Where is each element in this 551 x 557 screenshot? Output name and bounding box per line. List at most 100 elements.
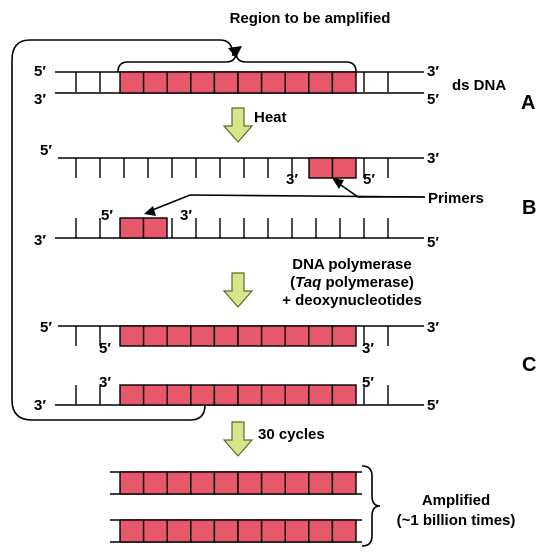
end-b2-3: 3′ [34,232,46,249]
region-title: Region to be amplified [230,10,391,27]
cycles-label: 30 cycles [258,426,325,443]
amplified-line-1: Amplified [422,492,490,509]
end-b1-5: 5′ [40,142,52,159]
ds-dna-label: ds DNA [452,77,506,94]
end-c1-new-5: 5′ [99,340,111,357]
amplified-1-segment [237,471,263,495]
primers-label: Primers [428,190,484,207]
region-c1-segment [331,325,357,347]
region-a-segment [166,71,192,94]
amplified-2-segment [190,519,216,543]
heat-arrow [222,107,254,143]
region-c1-segment [284,325,310,347]
end-primer-top-5: 5′ [363,171,375,188]
region-a-segment [119,71,145,94]
amplified-2-segment [308,519,334,543]
loop-arrowhead [228,46,242,58]
end-c2-5: 5′ [427,397,439,414]
amplified-2-segment [166,519,192,543]
end-c2-new-3: 3′ [99,374,111,391]
amplified-1-segment [260,471,286,495]
region-c1-segment [142,325,168,347]
region-c2-segment [142,384,168,406]
region-c2-segment [308,384,334,406]
region-c1-segment [190,325,216,347]
region-c2-segment [166,384,192,406]
amplified-1-segment [213,471,239,495]
polymerase-line-3: + deoxynucleotides [282,292,422,309]
amplified-2-segment [237,519,263,543]
amplified-2-segment [284,519,310,543]
polymerase-line-1: DNA polymerase [292,256,412,273]
region-c2-segment [284,384,310,406]
amplified-1-segment [166,471,192,495]
cycle-loop-line [11,39,234,421]
amplified-1-segment [119,471,145,495]
region-c1-segment [237,325,263,347]
amplified-1-segment [190,471,216,495]
primer-bottom-segment [142,217,168,239]
region-c1-segment [119,325,145,347]
step-b-label: B [522,197,536,219]
heat-label: Heat [254,109,287,126]
step-c-label: C [522,354,536,376]
amplified-1-segment [331,471,357,495]
polymerase-arrow [222,272,254,308]
region-c2-segment [260,384,286,406]
primer-top-segment [308,157,334,179]
end-a-bottom-3: 3′ [34,91,46,108]
end-c2-new-5: 5′ [362,374,374,391]
strand-end-labels: 5′ 3′ 3′ 5′ 5′ 3′ 3′ 5′ 5′ 3′ 3′ 5′ 5′ 3… [34,63,439,414]
region-a-segment [308,71,334,94]
region-c1-segment [260,325,286,347]
amplified-2-segment [142,519,168,543]
step-arrows [222,107,254,457]
region-c1-segment [213,325,239,347]
end-c2-3: 3′ [34,397,46,414]
end-primer-bottom-3: 3′ [180,207,192,224]
region-c2-segment [119,384,145,406]
amplified-2-segment [331,519,357,543]
region-c2-segment [190,384,216,406]
region-a-segment [284,71,310,94]
region-a-segment [213,71,239,94]
end-a-bottom-5: 5′ [427,91,439,108]
end-a-top-3: 3′ [427,63,439,80]
end-primer-top-3: 3′ [286,171,298,188]
amplified-1-segment [284,471,310,495]
region-c2-segment [213,384,239,406]
step-a-label: A [521,92,535,114]
amplified-brace [361,465,381,547]
primer-arrowhead-top [332,178,344,189]
dna-strands [55,71,424,543]
end-b2-5: 5′ [427,234,439,251]
amplified-1-segment [308,471,334,495]
primer-pointer-bottom [149,194,426,212]
region-a-segment [237,71,263,94]
primer-arrowhead-bottom [144,206,156,216]
cycles-arrow [222,421,254,457]
primer-bottom-segment [119,217,145,239]
amplified-1-segment [142,471,168,495]
region-a-segment [142,71,168,94]
end-a-top-5: 5′ [34,63,46,80]
region-c1-segment [308,325,334,347]
region-a-segment [260,71,286,94]
primer-top-segment [331,157,357,179]
primer-pointer-top [337,182,425,198]
region-c2-segment [331,384,357,406]
region-c2-segment [237,384,263,406]
end-c1-5: 5′ [40,319,52,336]
amplified-2-segment [260,519,286,543]
amplified-line-2: (~1 billion times) [397,512,516,529]
end-b1-3: 3′ [427,150,439,167]
amplified-2-segment [213,519,239,543]
region-c1-segment [166,325,192,347]
amplified-2-segment [119,519,145,543]
end-c1-new-3: 3′ [362,340,374,357]
end-c1-3: 3′ [427,319,439,336]
region-a-segment [331,71,357,94]
region-a-segment [190,71,216,94]
end-primer-bottom-5: 5′ [101,207,113,224]
